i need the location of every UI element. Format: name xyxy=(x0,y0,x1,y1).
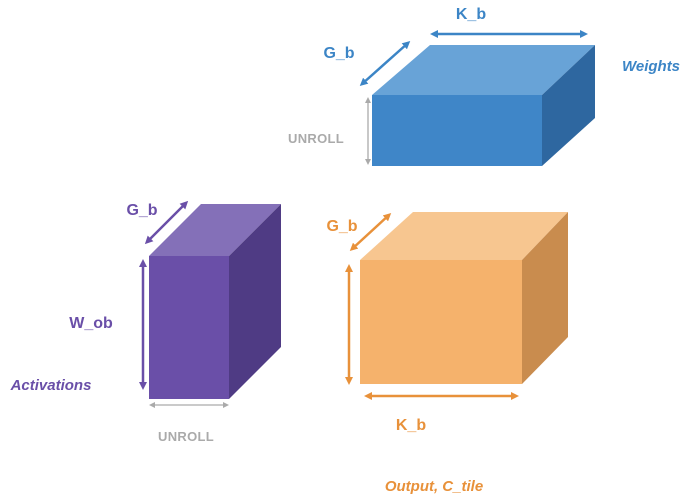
output-front-face xyxy=(360,260,522,384)
activations-block: G_b W_ob UNROLL Activations xyxy=(10,200,281,444)
activations-depth-arrow xyxy=(144,200,189,245)
activations-front-face xyxy=(149,256,229,399)
weights-title: Weights xyxy=(622,58,680,75)
output-width-label: K_b xyxy=(396,417,426,434)
output-top-face xyxy=(360,212,568,260)
activations-height-label: W_ob xyxy=(69,315,113,332)
weights-height-label: UNROLL xyxy=(288,131,344,146)
activations-width-label: UNROLL xyxy=(158,429,214,444)
weights-front-face xyxy=(372,95,542,166)
weights-top-face xyxy=(372,45,595,95)
activations-depth-label: G_b xyxy=(126,202,157,219)
weights-depth-label: G_b xyxy=(323,45,354,62)
output-title: Output, C_tile xyxy=(385,478,483,495)
activations-side-face xyxy=(229,204,281,399)
weights-block: K_b G_b UNROLL Weights xyxy=(288,6,680,166)
output-side-face xyxy=(522,212,568,384)
output-depth-label: G_b xyxy=(326,218,357,235)
weights-width-label: K_b xyxy=(456,6,486,23)
weights-side-face xyxy=(542,45,595,166)
activations-title: Activations xyxy=(10,377,92,394)
output-block: G_b K_b Output, C_tile xyxy=(326,212,568,495)
weights-depth-arrow xyxy=(359,41,411,86)
output-depth-arrow xyxy=(349,212,392,252)
